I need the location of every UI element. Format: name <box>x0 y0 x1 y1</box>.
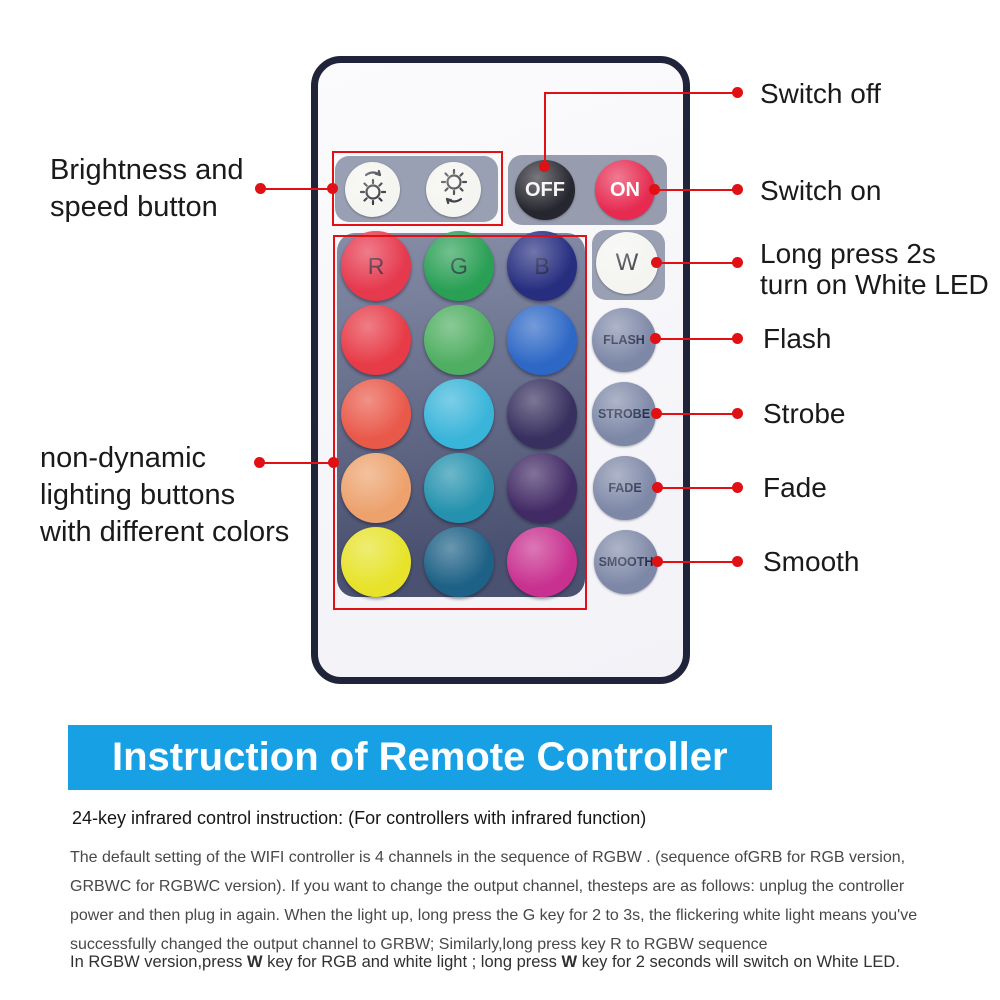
color-button-r4c2[interactable] <box>424 453 494 523</box>
doc-paragraph-line2: GRBWC for RGBWC version). If you want to… <box>70 878 905 895</box>
color-button-r2c1[interactable] <box>341 305 411 375</box>
doc-paragraph: The default setting of the WIFI controll… <box>70 843 917 959</box>
doc-paragraph-line3: power and then plug in again. When the l… <box>70 907 918 924</box>
label-long-press-line1: Long press 2s <box>760 238 936 269</box>
color-button-r2c3[interactable] <box>507 305 577 375</box>
brightness-panel <box>335 156 498 222</box>
dot-smooth-label <box>732 556 743 567</box>
annotation-line-brightness <box>261 188 333 190</box>
color-button-r3c3[interactable] <box>507 379 577 449</box>
doc-footer-part3: key for 2 seconds will switch on White L… <box>577 953 900 971</box>
dot-strobe-label <box>732 408 743 419</box>
dot-brightness-label <box>255 183 266 194</box>
label-flash: Flash <box>763 323 832 354</box>
label-smooth: Smooth <box>763 546 860 577</box>
white-button[interactable]: W <box>596 232 658 294</box>
dot-fade-button <box>652 482 663 493</box>
doc-footer-part1: In RGBW version,press <box>70 953 247 971</box>
doc-paragraph-line1: The default setting of the WIFI controll… <box>70 849 906 866</box>
white-key-panel: W <box>592 230 665 300</box>
annotation-line-flash <box>656 338 738 340</box>
color-button-r3c2[interactable] <box>424 379 494 449</box>
fade-button[interactable]: FADE <box>593 456 657 520</box>
annotation-line-switch-off-vertical <box>544 93 546 167</box>
color-button-r3c1[interactable] <box>341 379 411 449</box>
color-button-r4c3[interactable] <box>507 453 577 523</box>
label-brightness-line1: Brightness and <box>50 154 244 186</box>
label-non-dynamic: non-dynamic lighting buttons with differ… <box>40 440 289 551</box>
on-button[interactable]: ON <box>595 160 655 220</box>
doc-footer-w1: W <box>246 953 263 971</box>
dot-flash-button <box>650 333 661 344</box>
doc-heading: 24-key infrared control instruction: (Fo… <box>72 808 647 828</box>
label-brightness: Brightness and speed button <box>50 152 243 226</box>
smooth-button-label: SMOOTH <box>598 555 654 569</box>
annotation-line-switch-on <box>655 189 738 191</box>
off-button[interactable]: OFF <box>515 160 575 220</box>
off-button-label: OFF <box>525 178 565 201</box>
color-grid-highlight-rect <box>333 235 587 610</box>
dot-strobe-button <box>651 408 662 419</box>
annotation-line-strobe <box>657 413 738 415</box>
label-non-dynamic-line3: with different colors <box>40 516 290 548</box>
dot-smooth-button <box>652 556 663 567</box>
dot-on-button <box>649 184 660 195</box>
label-switch-off: Switch off <box>760 78 881 109</box>
power-panel: OFF ON <box>508 155 667 225</box>
brightness-up-button[interactable] <box>345 162 400 217</box>
annotation-line-switch-off <box>544 92 738 94</box>
dot-fade-label <box>732 482 743 493</box>
color-button-r5c3[interactable] <box>507 527 577 597</box>
doc-footer-w2: W <box>561 953 578 971</box>
label-strobe: Strobe <box>763 398 846 429</box>
annotation-line-smooth <box>658 561 738 563</box>
annotation-line-fade <box>658 487 738 489</box>
fade-button-label: FADE <box>608 481 642 495</box>
color-button-r5c1[interactable] <box>341 527 411 597</box>
dot-switch-off-label <box>732 87 743 98</box>
color-button-r2c2[interactable] <box>424 305 494 375</box>
brightness-highlight-rect <box>332 151 503 226</box>
color-button-r5c2[interactable] <box>424 527 494 597</box>
doc-paragraph-line4: successfully changed the output channel … <box>70 936 768 953</box>
dot-white-button <box>651 257 662 268</box>
dot-flash-label <box>732 333 743 344</box>
white-button-label: W <box>615 249 639 276</box>
brightness-down-button[interactable] <box>426 162 481 217</box>
color-button-r1c3[interactable]: B <box>507 231 577 301</box>
label-fade: Fade <box>763 472 827 503</box>
strobe-button-label: STROBE <box>597 407 651 421</box>
dot-switch-on-label <box>732 184 743 195</box>
strobe-button[interactable]: STROBE <box>592 382 656 446</box>
section-title-banner: Instruction of Remote Controller <box>68 725 772 790</box>
color-button-r4c1[interactable] <box>341 453 411 523</box>
dot-brightness-rect <box>327 183 338 194</box>
annotation-line-long-press <box>657 262 738 264</box>
label-non-dynamic-line2: lighting buttons <box>40 479 236 511</box>
doc-footer: In RGBW version,press W key for RGB and … <box>70 953 900 972</box>
dot-non-dynamic-rect <box>328 457 339 468</box>
dot-non-dynamic-label <box>254 457 265 468</box>
dot-long-press-label <box>732 257 743 268</box>
label-long-press-line2: turn on White LED <box>760 269 989 300</box>
label-long-press: Long press 2s turn on White LED <box>760 238 989 300</box>
section-title: Instruction of Remote Controller <box>112 735 728 779</box>
label-brightness-line2: speed button <box>50 191 218 223</box>
label-switch-on: Switch on <box>760 175 882 206</box>
doc-footer-part2: key for RGB and white light ; long press <box>262 953 562 971</box>
flash-button-label: FLASH <box>603 333 645 347</box>
annotation-line-non-dynamic <box>260 462 334 464</box>
smooth-button[interactable]: SMOOTH <box>594 530 658 594</box>
on-button-label: ON <box>610 178 640 201</box>
dot-off-button <box>539 161 550 172</box>
flash-button[interactable]: FLASH <box>592 308 656 372</box>
color-button-r1c2[interactable]: G <box>424 231 494 301</box>
label-non-dynamic-line1: non-dynamic <box>40 442 207 474</box>
color-button-r1c1[interactable]: R <box>341 231 411 301</box>
